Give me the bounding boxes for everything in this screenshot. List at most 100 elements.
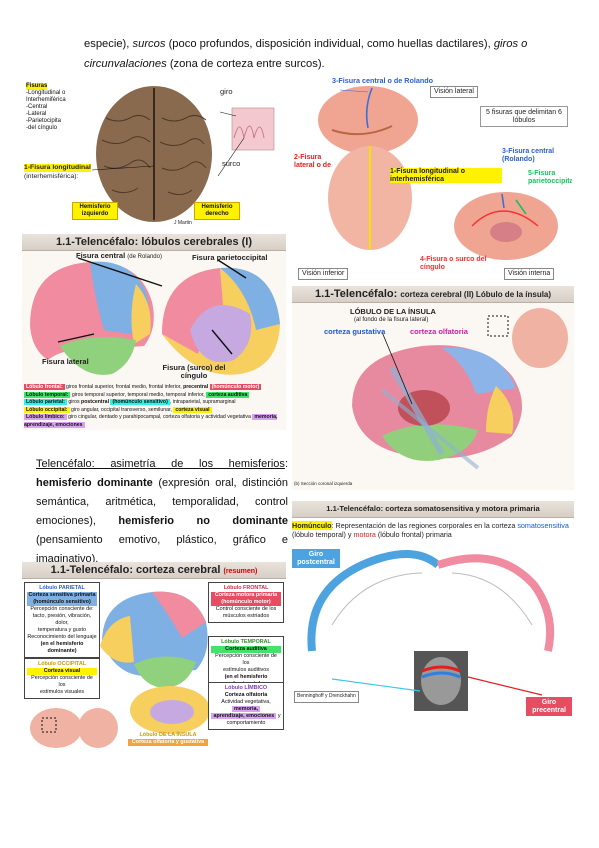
summary-lobe-highlight: Corteza motora primaria	[211, 592, 281, 599]
summary-lobe-text: estímulos auditivos	[223, 667, 269, 673]
summary-lobe-highlight: Corteza auditiva	[211, 646, 281, 653]
summary-lobe-title: Lóbulo DE LA ÍNSULA	[139, 732, 197, 738]
figure-credit: (b) Sección coronal izquierda	[294, 481, 353, 486]
brain-superior-illustration	[91, 86, 275, 222]
label-lobulo-insula-sub: (al fondo de la fisura lateral)	[354, 317, 429, 323]
summary-insula: Lóbulo DE LA ÍNSULA Corteza olfatoria y …	[128, 732, 208, 746]
figure-title-sub: corteza cerebral (II) Lóbulo de la ínsul…	[400, 290, 552, 299]
asymmetry-text: (expresión oral, distinción semántica, a…	[36, 477, 288, 527]
fissures-legend-item: -del cíngulo	[26, 125, 58, 131]
label-fisura-central: Fisura central (de Rolando)	[76, 252, 162, 262]
label-lobulo-insula: LÓBULO DE LA ÍNSULA	[350, 307, 436, 316]
fissures-legend-item: -Central	[26, 104, 48, 110]
lobe-text: giros frontal superior, frontal medio, f…	[64, 384, 184, 390]
lobe-bold: postcentral	[81, 399, 110, 406]
label-giro-precentral: Giro precentral	[526, 697, 572, 716]
summary-lobe-highlight: (homúnculo motor)	[211, 599, 281, 606]
summary-lobe-highlight: memoria,	[232, 706, 260, 712]
figure-cerebral-lobes: 1.1-Telencéfalo: lóbulos cerebrales (I) …	[22, 234, 286, 430]
figure-title: 1.1-Telencéfalo: corteza cerebral (II) L…	[292, 286, 574, 303]
fissures-legend-item: -Longitudinal o Interhemiférica	[26, 90, 66, 103]
homunculus-text: (lóbulo frontal)	[375, 530, 426, 539]
label-fisura-central-text: Fisura central	[76, 251, 126, 260]
asymmetry-non-dominant: hemisferio no dominante	[118, 515, 288, 527]
lobe-bold: precentral	[183, 384, 209, 390]
lobe-parietal-row: Lóbulo parietal: giros postcentral (homú…	[24, 399, 286, 407]
label-corteza-gustativa: corteza gustativa	[324, 327, 386, 336]
summary-lobe-text: comportamiento	[226, 720, 266, 726]
lobe-tag: corteza visual	[173, 406, 212, 413]
summary-lobe-text: estímulos visuales	[39, 689, 85, 695]
label-giro: giro	[220, 87, 233, 96]
figure-cortex-summary: 1.1-Telencéfalo: corteza cerebral (resum…	[22, 562, 286, 754]
lobes-legend: Lóbulo frontal: giros frontal superior, …	[24, 384, 286, 430]
lobe-parietal-name: Lóbulo parietal:	[24, 399, 67, 406]
lobe-text: giros	[66, 399, 82, 406]
summary-lobe-title: Lóbulo OCCIPITAL	[37, 661, 87, 667]
homunculus-text: : Representación de las regiones corpora…	[331, 521, 516, 530]
homunculus-description: Homúnculo: Representación de las regione…	[292, 521, 572, 539]
lobe-text: giro angular, occipital transverso, semi…	[69, 406, 174, 413]
figure-fissures-superior: Fisuras -Longitudinal o Interhemiférica …	[22, 78, 286, 230]
lobe-tag: (homúnculo motor)	[209, 384, 262, 390]
figure-insula: 1.1-Telencéfalo: corteza cerebral (II) L…	[292, 286, 574, 490]
lobe-temporal-name: Lóbulo temporal:	[24, 391, 71, 398]
figure-title-sub: (resumen)	[223, 568, 258, 575]
summary-lobe-highlight: Corteza olfatoria	[224, 692, 268, 698]
summary-lobe-highlight: Corteza sensitiva primaria	[27, 592, 97, 599]
summary-temporal: Lóbulo TEMPORAL Corteza auditiva Percepc…	[208, 636, 284, 691]
label-fisura-cingulo: 4-Fisura o surco del cíngulo	[420, 256, 487, 271]
figure-title: 1.1-Telencéfalo: lóbulos cerebrales (I)	[22, 234, 286, 251]
lobe-frontal-row: Lóbulo frontal: giros frontal superior, …	[24, 384, 286, 392]
label-fisura-central-sub: (de Rolando)	[127, 254, 162, 260]
label-vision-inferior: Visión inferior	[298, 268, 349, 280]
summary-lobe-title: Lóbulo LÍMBICO	[224, 685, 268, 691]
label-fisura-longitudinal: 1-Fisura longitudinal	[24, 164, 91, 172]
summary-occipital: Lóbulo OCCIPITAL Corteza visual Percepci…	[24, 658, 100, 699]
asymmetry-text: (pensamiento emotivo, plástico, gráfico …	[36, 534, 288, 565]
summary-lobe-text: Reconocimiento del lenguaje	[27, 634, 97, 640]
fissures-legend-item: -Lateral	[26, 111, 47, 117]
homunculus-text: primaria	[425, 530, 452, 539]
fissures-legend-item: -Parietocipita	[26, 118, 62, 124]
insula-illustration	[352, 308, 568, 470]
figure-five-fissures: 3-Fisura central o de Rolando Visión lat…	[292, 76, 572, 283]
summary-lobe-highlight: aprendizaje, emociones	[211, 713, 277, 719]
intro-text: (zona de corteza entre surcos).	[166, 58, 325, 70]
label-fisura-longitudinal-sub: (interhemisférica):	[24, 173, 79, 180]
homunculus-illustration	[307, 550, 555, 711]
summary-lobe-text: Percepción consciente de los	[31, 675, 93, 688]
figure-title-main: 1.1-Telencéfalo: corteza cerebral	[50, 564, 221, 576]
label-cinco-fisuras: 5 fisuras que delimitan 6 lóbulos	[480, 106, 568, 127]
summary-lobe-highlight: Corteza olfatoria y gustativa	[128, 739, 208, 746]
summary-lobe-text: aprendizaje, emociones y	[211, 713, 281, 720]
homunculus-motor: motora	[353, 530, 376, 539]
summary-brain-illustration	[30, 591, 210, 748]
figure-title: 1.1-Telencéfalo: corteza cerebral (resum…	[22, 562, 286, 579]
summary-parietal: Lóbulo PARIETAL Corteza sensitiva primar…	[24, 582, 100, 658]
label-vision-lateral: Visión lateral	[430, 86, 478, 98]
asymmetry-dominant: hemisferio dominante	[36, 477, 153, 489]
label-fisura-parietoccipital: 5-Fisura parietoccipital	[528, 170, 572, 185]
summary-lobe-text: (en el hemisferio dominante)	[40, 641, 84, 654]
label-fisura-long: 1-Fisura longitudinal o interhemisférica	[390, 168, 502, 183]
lobe-tag: (homúnculo sensitivo)	[110, 399, 170, 406]
label-fisura-cingulo: Fisura (surco) del cíngulo	[162, 363, 226, 380]
lobe-temporal-row: Lóbulo temporal: giros temporal superior…	[24, 391, 286, 400]
summary-lobe-text: Actividad vegetativa, memoria,	[211, 699, 281, 713]
homunculus-text: (lóbulo temporal) y	[292, 530, 354, 539]
figure-credit: Benninghoff y Drenckhahn	[294, 691, 359, 703]
lobe-frontal-name: Lóbulo frontal:	[24, 384, 65, 390]
lobe-occipital-row: Lóbulo occipital: giro angular, occipita…	[24, 406, 286, 415]
summary-limbic: Lóbulo LÍMBICO Corteza olfatoria Activid…	[208, 682, 284, 730]
summary-lobe-title: Lóbulo TEMPORAL	[221, 639, 271, 645]
summary-frontal: Lóbulo FRONTAL Corteza motora primaria (…	[208, 582, 284, 623]
lobe-text: giros temporal superior, temporal medio,…	[70, 391, 207, 398]
lobe-tag: corteza auditiva	[206, 391, 250, 398]
figure-credit: J Martin	[174, 220, 192, 226]
summary-lobe-text: tacto, presión, vibración, dolor,	[32, 613, 92, 626]
asymmetry-paragraph: Telencéfalo: asimetría de los hemisferio…	[36, 455, 288, 569]
summary-lobe-text: Percepción consciente de:	[30, 606, 94, 612]
intro-term-surcos: surcos	[132, 38, 166, 50]
intro-paragraph: especie), surcos (poco profundos, dispos…	[84, 34, 574, 74]
